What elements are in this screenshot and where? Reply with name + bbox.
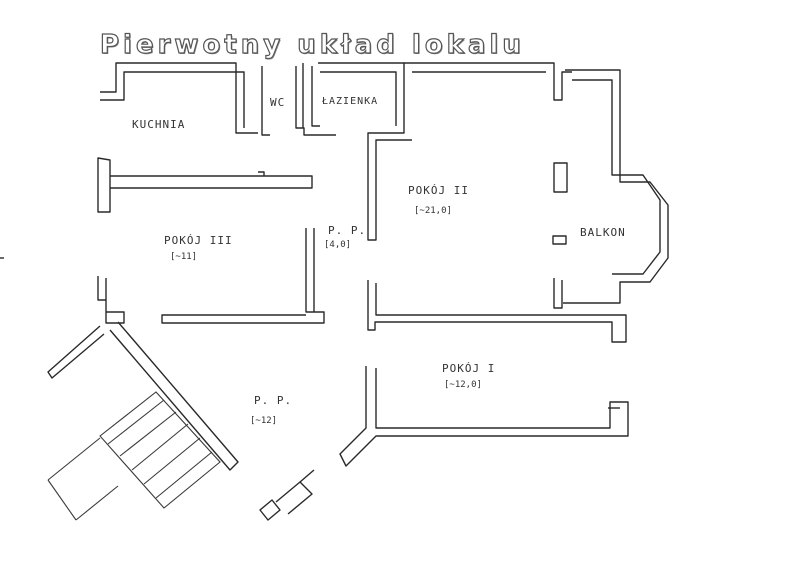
room-label-pokoj-1: POKÓJ I bbox=[442, 362, 496, 375]
room-label-kuchnia: KUCHNIA bbox=[132, 118, 186, 131]
room-area-pp-1: [4,0] bbox=[324, 240, 352, 250]
room-label-lazienka: ŁAZIENKA bbox=[322, 96, 379, 107]
room-label-pp-2: P. P. bbox=[254, 394, 293, 407]
plan-title: Pierwotny układ lokalu bbox=[99, 29, 525, 60]
room-area-pokoj-2: [~21,0] bbox=[414, 206, 452, 216]
room-area-pokoj-1: [~12,0] bbox=[444, 380, 482, 390]
room-label-pokoj-2: POKÓJ II bbox=[408, 184, 469, 197]
room-area-pp-2: [~12] bbox=[250, 416, 278, 426]
room-label-wc: WC bbox=[270, 96, 286, 109]
walls bbox=[0, 62, 669, 521]
room-area-pokoj-3: [~11] bbox=[170, 252, 198, 262]
room-label-pokoj-3: POKÓJ III bbox=[164, 234, 233, 247]
room-label-balkon: BALKON bbox=[580, 226, 626, 239]
room-label-pp-1: P. P. bbox=[328, 224, 367, 237]
